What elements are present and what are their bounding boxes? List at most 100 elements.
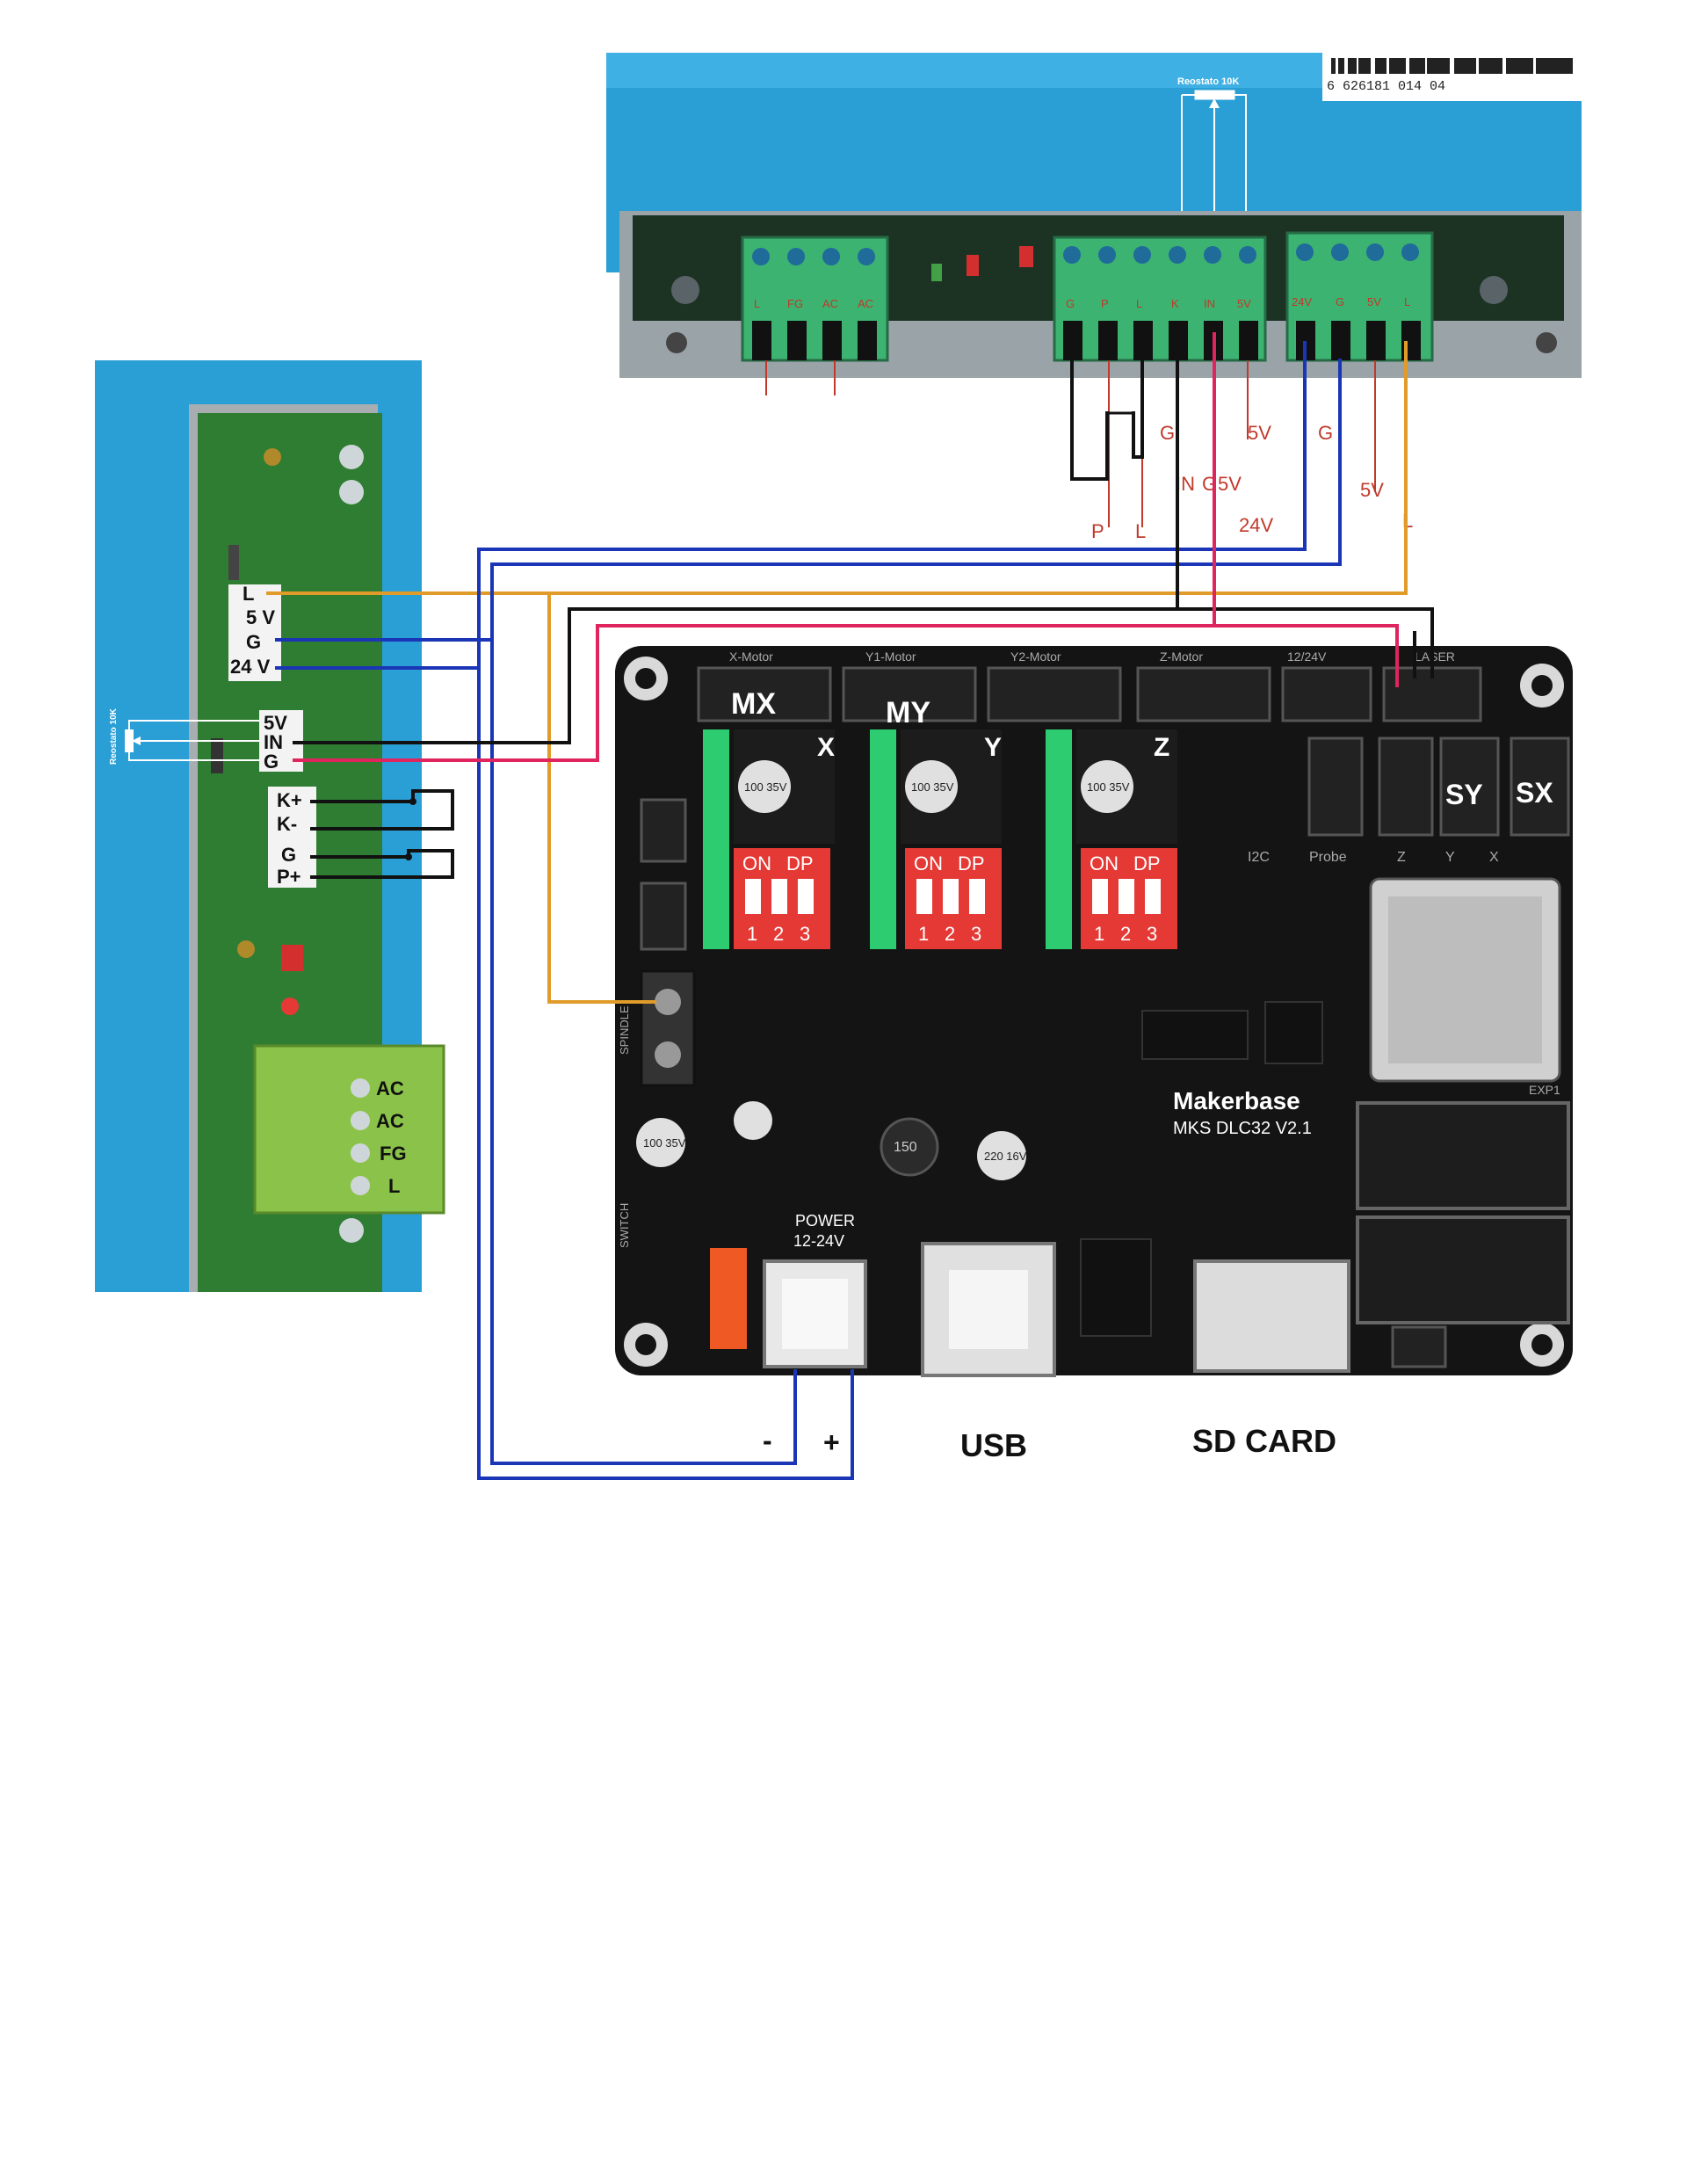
- hdr-y2-motor: Y2-Motor: [1010, 649, 1061, 664]
- label-probe-x: X: [1489, 850, 1499, 865]
- label-my: MY: [886, 696, 930, 729]
- board-brand: Makerbase: [1173, 1087, 1300, 1114]
- wire-label-5v2: 5V: [1218, 473, 1242, 495]
- hdr-x-motor: X-Motor: [729, 649, 773, 664]
- bottom-labels: - + USB SD CARD: [763, 1423, 1336, 1463]
- label-usb: USB: [960, 1427, 1027, 1463]
- wire-label-in: IN: [1176, 473, 1195, 495]
- wire-label-5v: 5V: [1248, 422, 1271, 444]
- dip-num: 2: [1120, 923, 1131, 945]
- top-term-label-l3: L: [1404, 295, 1410, 308]
- cap-y-label: 100 35V: [911, 780, 954, 794]
- dip-num: 1: [747, 923, 757, 945]
- top-term-label-ac2: AC: [858, 297, 873, 310]
- wire-label-l2: L: [1402, 510, 1413, 532]
- left-ac-terminal: [253, 1044, 445, 1215]
- wire-switch-p: [1070, 359, 1109, 481]
- left-pin-in: IN: [264, 731, 283, 753]
- top-term-label-5v2: 5V: [1367, 295, 1381, 308]
- wire-orange-l: [266, 591, 656, 1004]
- label-probe: Probe: [1309, 850, 1347, 865]
- left-rheostat: Reostato 10K: [109, 707, 264, 765]
- dip-num: 2: [945, 923, 955, 945]
- left-pin-l: L: [243, 583, 254, 605]
- left-ac-fg: FG: [380, 1143, 407, 1165]
- label-exp1: EXP1: [1529, 1083, 1560, 1097]
- label-power: POWER: [795, 1212, 855, 1230]
- dip-num: 3: [971, 923, 981, 945]
- wire-label-24v: 24V: [1239, 514, 1273, 536]
- top-term-label-in: IN: [1204, 297, 1215, 310]
- left-pin-g-b: G: [264, 751, 279, 773]
- top-term-label-24v: 24V: [1292, 295, 1312, 308]
- dip-on-y: ON: [914, 853, 943, 874]
- label-i2c: I2C: [1248, 850, 1270, 865]
- barcode-number: 6 626181 014 04: [1327, 79, 1445, 94]
- label-probe-y: Y: [1445, 850, 1455, 865]
- cap-z-label: 100 35V: [1087, 780, 1130, 794]
- dip-dp-z: DP: [1133, 853, 1161, 874]
- left-ac-1: AC: [376, 1077, 404, 1099]
- top-rheostat: Reostato 10K: [1177, 76, 1247, 233]
- dip-dp-x: DP: [786, 853, 814, 874]
- mks-dlc32-board: X-Motor Y1-Motor Y2-Motor Z-Motor 12/24V…: [615, 646, 1573, 1377]
- top-rheostat-label: Reostato 10K: [1177, 76, 1239, 87]
- top-term-label-fg: FG: [787, 297, 803, 310]
- dip-num: 1: [1094, 923, 1104, 945]
- sd-card-slot-icon: [1193, 1259, 1350, 1373]
- dip-on-z: ON: [1090, 853, 1119, 874]
- wire-blue-24v: [275, 341, 1307, 670]
- wire-switch-k: [1132, 359, 1144, 459]
- cap-220-label: 220 16V: [984, 1150, 1027, 1163]
- axis-label-y: Y: [984, 733, 1002, 762]
- left-pin-kplus: K+: [277, 789, 302, 811]
- wire-switch-p-left: [310, 849, 454, 879]
- left-header-3: [268, 787, 316, 888]
- top-term-label-ac1: AC: [822, 297, 838, 310]
- top-term-label-p: P: [1101, 297, 1109, 310]
- hdr-z-motor: Z-Motor: [1160, 649, 1203, 664]
- label-probe-z: Z: [1397, 850, 1406, 865]
- label-sd-card: SD CARD: [1192, 1423, 1336, 1459]
- top-term-label-l2: L: [1136, 297, 1142, 310]
- wire-blue-g: [275, 359, 1342, 642]
- driver-y: 100 35V Y ON DP 1 2 3: [870, 729, 1002, 949]
- top-term-label-5v: 5V: [1237, 297, 1251, 310]
- wire-label-g: G: [1160, 422, 1175, 444]
- top-term-label-g: G: [1066, 297, 1075, 310]
- wire-label-l: L: [1135, 520, 1146, 542]
- cap-x-label: 100 35V: [744, 780, 787, 794]
- spindle-terminal: [640, 969, 696, 1087]
- label-switch: SWITCH: [618, 1203, 631, 1248]
- top-term-label-l: L: [754, 297, 760, 310]
- wires: [266, 332, 1434, 1480]
- label-sx: SX: [1516, 777, 1553, 809]
- wire-red: [293, 624, 1399, 762]
- wire-switch-k-left: [310, 789, 454, 831]
- driver-z: 100 35V Z ON DP 1 2 3: [1046, 729, 1177, 949]
- top-term-label-g2: G: [1336, 295, 1344, 308]
- dip-num: 3: [800, 923, 810, 945]
- label-spindle: SPINDLE: [618, 1005, 631, 1055]
- left-rheostat-label: Reostato 10K: [109, 707, 119, 765]
- left-pin-g-c: G: [281, 844, 296, 866]
- left-pin-5v-b: 5V: [264, 712, 287, 734]
- top-terminal-block-2: [1053, 236, 1267, 362]
- wire-blue-plus: [477, 666, 854, 1480]
- left-ac-l: L: [388, 1175, 400, 1197]
- wire-blue-minus: [490, 638, 797, 1465]
- label-plus: +: [823, 1426, 840, 1458]
- hdr-12-24v: 12/24V: [1287, 649, 1327, 664]
- dip-num: 1: [918, 923, 929, 945]
- barcode-icon: [1331, 58, 1573, 74]
- cap-left-label: 100 35V: [643, 1136, 686, 1150]
- left-pin-24v: 24 V: [230, 656, 271, 678]
- driver-x: 100 35V X ON DP 1 2 3: [703, 729, 835, 949]
- left-pin-g: G: [246, 631, 261, 653]
- dip-dp-y: DP: [958, 853, 985, 874]
- hdr-y1-motor: Y1-Motor: [865, 649, 916, 664]
- wire-label-p: P: [1091, 520, 1104, 542]
- board-model: MKS DLC32 V2.1: [1173, 1119, 1312, 1138]
- top-term-label-k: K: [1171, 297, 1179, 310]
